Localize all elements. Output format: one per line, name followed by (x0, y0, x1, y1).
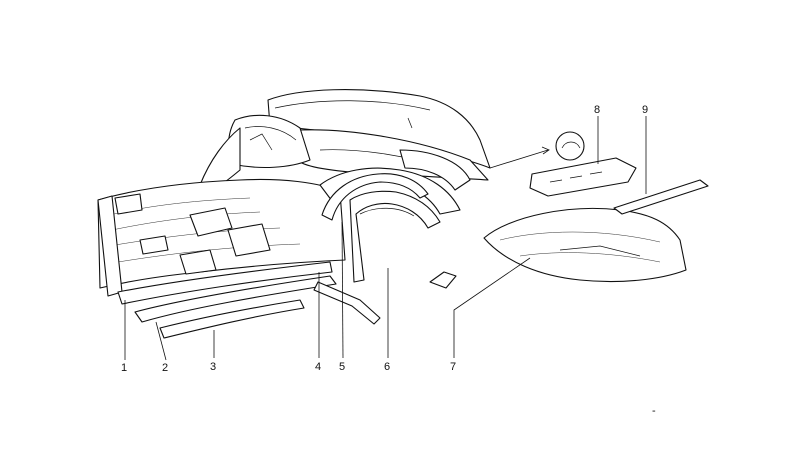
callout-5: 5 (339, 361, 345, 373)
callout-7: 7 (450, 361, 456, 373)
part-4-side-member (313, 281, 381, 325)
part-5-inner-wheelhouse (321, 173, 429, 221)
part-9-trim-strip (613, 179, 709, 215)
part-7-rear-floor (483, 207, 687, 283)
footer-mark: - (652, 405, 656, 417)
callout-1: 1 (121, 362, 127, 374)
small-bracket (429, 271, 457, 289)
callout-8: 8 (594, 104, 600, 116)
detail-view-circle (555, 131, 585, 161)
part-3-sill-reinforcement (159, 299, 305, 339)
callout-3: 3 (210, 361, 216, 373)
callout-9: 9 (642, 104, 648, 116)
part-6-outer-wheel-arch (349, 190, 441, 283)
callout-4: 4 (315, 361, 321, 373)
callout-2: 2 (162, 362, 168, 374)
part-2-outer-sill (134, 275, 337, 323)
leader-lines (124, 116, 647, 361)
car-body-shell (97, 89, 491, 305)
part-8-rear-crossmember (529, 157, 637, 197)
callout-6: 6 (384, 361, 390, 373)
